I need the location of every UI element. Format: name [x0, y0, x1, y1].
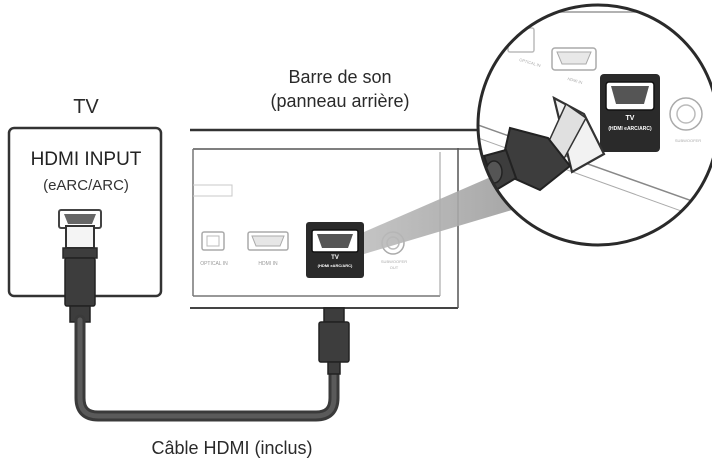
magnified-subwoofer-label: SUBWOOFER	[674, 138, 702, 143]
soundbar-side-hdmi-plug	[318, 307, 350, 375]
cable-label: Câble HDMI (inclus)	[151, 438, 313, 458]
tv-hdmi-input-title: HDMI INPUT	[30, 149, 142, 170]
magnified-hdmi-plug	[482, 95, 606, 192]
optical-in-port	[201, 231, 225, 251]
tv-port-label: TV	[331, 255, 339, 261]
subwoofer-out-label: SUBWOOFER	[380, 259, 408, 264]
magnified-view	[476, 3, 712, 247]
hdmi-in-label: HDMI IN	[258, 261, 278, 267]
tv-hdmi-input-subtitle: (eARC/ARC)	[43, 177, 129, 194]
magnified-tv-port-label: TV	[625, 115, 635, 122]
soundbar-label: Barre de son	[288, 67, 392, 87]
tv-port-sublabel: (HDMI eARC/ARC)	[317, 263, 353, 268]
magnified-tv-port-sublabel: (HDMI eARC/ARC)	[608, 126, 652, 132]
hdmi-in-port	[247, 231, 289, 251]
tv-side-hdmi-plug	[62, 225, 98, 323]
subwoofer-out-label-2: OUT	[389, 265, 399, 270]
hdmi-cable	[74, 314, 340, 422]
optical-in-label: OPTICAL IN	[200, 261, 228, 267]
soundbar-sublabel: (panneau arrière)	[270, 91, 410, 111]
tv-label: TV	[73, 96, 99, 118]
zoom-callout-wedge	[364, 176, 512, 254]
tv-earc-port	[306, 222, 364, 278]
